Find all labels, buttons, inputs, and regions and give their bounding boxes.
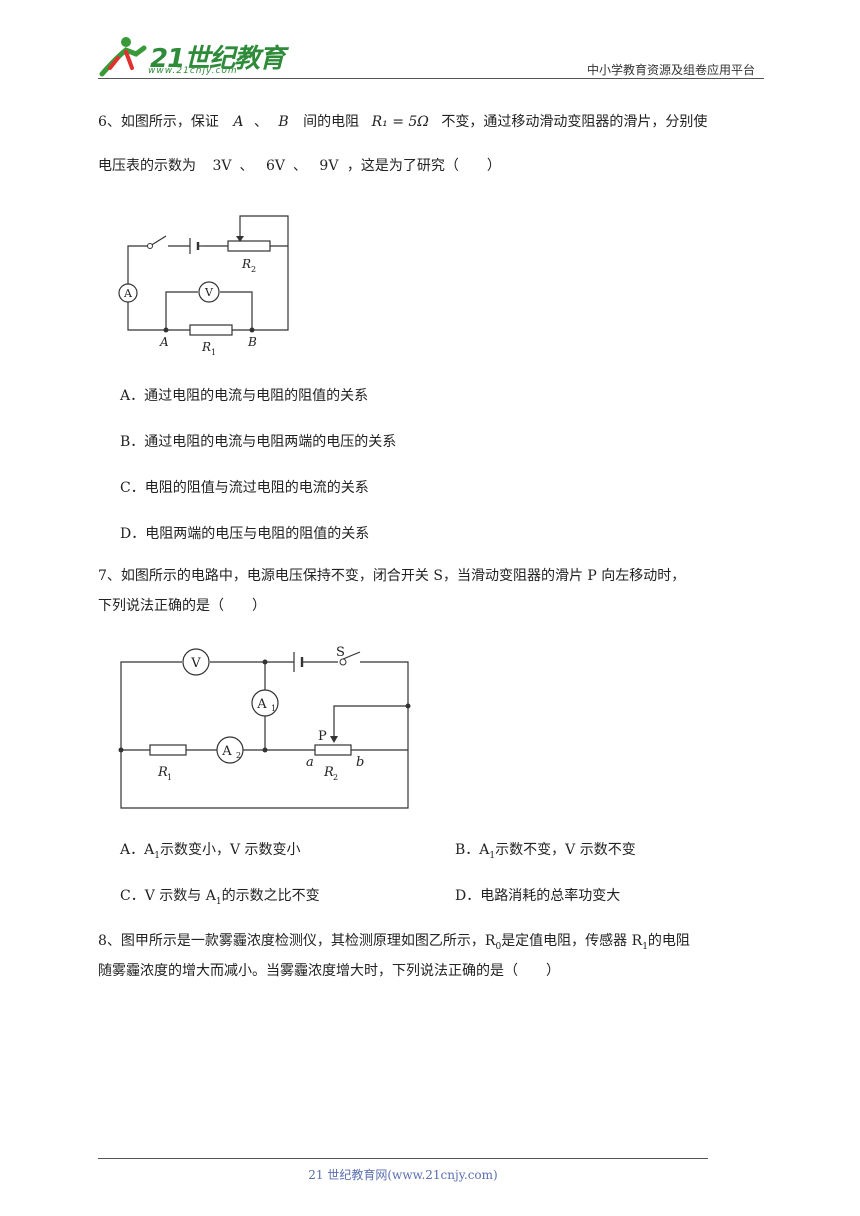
footer-divider [98,1158,708,1159]
svg-text:S: S [336,645,345,660]
q7-line1: 7、如图所示的电路中，电源电压保持不变，闭合开关 S，当滑动变阻器的滑片 P 向… [98,568,686,584]
svg-text:P: P [318,729,327,744]
svg-text:a: a [306,755,314,770]
q6-option-c[interactable]: C．电阻的阻值与流过电阻的电流的关系 [120,480,369,496]
svg-text:1: 1 [271,704,276,713]
q7-option-a[interactable]: A．A1示数变小，V 示数变小 [120,842,301,861]
q6-option-b[interactable]: B．通过电阻的电流与电阻两端的电压的关系 [120,434,397,450]
logo-title: 21世纪教育 [150,44,285,74]
q6-option-d[interactable]: D．电阻两端的电压与电阻的阻值的关系 [120,526,370,542]
q6-v3: 9V [319,158,339,174]
q6-option-a[interactable]: A．通过电阻的电流与电阻的阻值的关系 [120,388,369,404]
logo-url: www.21cnjy.com [148,66,238,76]
svg-text:V: V [204,286,214,299]
q6-line1: 6、如图所示，保证 A 、 B 间的电阻 R₁ = 5Ω 不变，通过移动滑动变阻… [98,114,708,130]
q6-point-b: B [278,114,289,130]
header-divider [98,78,764,79]
footer-text[interactable]: 21 世纪教育网(www.21cnjy.com) [308,1168,498,1182]
q7-ammeter-a2-icon [216,736,244,764]
svg-text:A: A [221,744,232,759]
svg-text:A: A [123,287,133,300]
q6-formula: R₁ = 5Ω [371,114,429,130]
site-logo [96,34,256,78]
platform-name: 中小学教育资源及组卷应用平台 [586,63,755,77]
svg-text:1: 1 [167,773,172,782]
q7-option-b[interactable]: B．A1示数不变，V 示数不变 [455,842,636,861]
q6-circuit-diagram: A V R 2 R 1 A B [118,215,289,356]
svg-text:R: R [157,765,168,780]
svg-text:R: R [201,340,211,354]
q7-ammeter-a1-icon [251,689,279,717]
q7-option-d[interactable]: D．电路消耗的总率功变大 [455,888,621,904]
q6-ammeter-icon [118,283,138,303]
svg-text:1: 1 [211,348,216,356]
q8-line2: 随雾霾浓度的增大而减小。当雾霾浓度增大时，下列说法正确的是（ ） [98,963,560,979]
svg-text:A: A [256,697,267,712]
q6-v2: 6V [265,158,285,174]
q7-circuit-diagram: V A 1 A 2 S P a b R 1 R 2 [118,645,411,809]
svg-text:A: A [159,335,169,349]
svg-text:R: R [241,257,251,271]
svg-text:R: R [323,765,334,780]
q6-voltmeter-icon [198,281,220,303]
svg-text:b: b [356,755,364,770]
svg-text:2: 2 [333,773,338,782]
q6-point-a: A [233,114,244,130]
q6-line2: 电压表的示数为 3V、 6V、 9V ，这是为了研究（ ） [98,158,501,174]
q8-line1: 8、图甲所示是一款雾霾浓度检测仪，其检测原理如图乙所示，R0是定值电阻，传感器 … [98,933,690,952]
svg-text:B: B [247,335,257,349]
svg-text:V: V [190,656,201,671]
q7-option-c[interactable]: C．V 示数与 A1的示数之比不变 [120,888,320,907]
q6-v1: 3V [212,158,232,174]
runner-logo-icon [99,37,147,77]
q7-line2: 下列说法正确的是（ ） [98,598,266,614]
svg-text:2: 2 [236,751,241,760]
q7-voltmeter-icon [182,648,210,676]
svg-text:2: 2 [251,265,256,274]
